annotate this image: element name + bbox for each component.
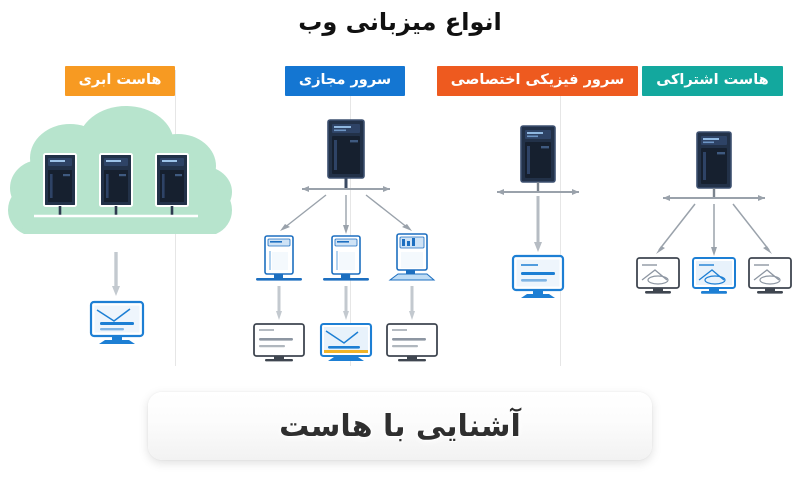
bottom-banner-text: آشنایی با هاست: [279, 408, 521, 444]
page-title: انواع میزبانی وب: [298, 8, 502, 36]
columns-container: هاست اشتراکی: [0, 66, 800, 366]
client-monitor-2-highlighted: [692, 257, 736, 294]
column-cloud-hosting[interactable]: هاست ابری: [0, 66, 240, 366]
cloud-server-1: [43, 153, 77, 216]
category-badge-dedicated-server[interactable]: سرور فیزیکی اختصاصی: [436, 66, 639, 97]
diagram-shared-hosting: [625, 100, 800, 366]
column-dedicated-server[interactable]: سرور فیزیکی اختصاصی: [436, 66, 639, 366]
column-shared-hosting[interactable]: هاست اشتراکی: [625, 66, 800, 366]
connector-arrows: [658, 203, 770, 252]
virtual-server-svg: [253, 119, 438, 362]
cloud-server-2: [99, 153, 133, 216]
client-monitor-1-highlighted: [511, 254, 565, 298]
category-badge-shared-hosting[interactable]: هاست اشتراکی: [642, 66, 783, 97]
bottom-banner[interactable]: آشنایی با هاست: [148, 392, 652, 460]
category-badge-virtual-server[interactable]: سرور مجازی: [284, 66, 406, 97]
column-divider-3: [560, 70, 561, 366]
connector-arrows-tier2: [276, 286, 415, 320]
connector-arrows-tier1: [283, 194, 409, 230]
diagram-dedicated-server: [450, 100, 625, 366]
badge-wrap-dedicated: سرور فیزیکی اختصاصی: [436, 66, 639, 100]
category-badge-cloud-hosting[interactable]: هاست ابری: [64, 66, 176, 97]
diagram-cloud-hosting: [0, 100, 240, 366]
shared-hosting-svg: [636, 131, 792, 294]
server-icon: [696, 131, 732, 189]
badge-wrap-vps: سرور مجازی: [284, 66, 406, 100]
cloud-hosting-svg: [8, 106, 232, 344]
column-divider-2: [350, 70, 351, 366]
badge-wrap-cloud: هاست ابری: [64, 66, 176, 100]
badge-wrap-shared: هاست اشتراکی: [642, 66, 783, 100]
virtual-node-3: [388, 233, 436, 281]
column-virtual-server[interactable]: سرور مجازی: [240, 66, 450, 366]
virtual-node-1: [256, 235, 302, 281]
client-monitor-3: [386, 323, 438, 362]
client-monitor-1-highlighted: [89, 300, 145, 344]
cloud-server-3: [155, 153, 189, 216]
server-icon: [520, 125, 556, 183]
server-icon: [327, 119, 365, 179]
client-monitor-3: [748, 257, 792, 294]
diagram-virtual-server: [240, 100, 450, 366]
dedicated-server-svg: [497, 125, 579, 298]
client-monitor-2-highlighted: [319, 322, 373, 361]
client-monitor-1: [636, 257, 680, 294]
client-monitor-1: [253, 323, 305, 362]
virtual-node-2: [323, 235, 369, 281]
